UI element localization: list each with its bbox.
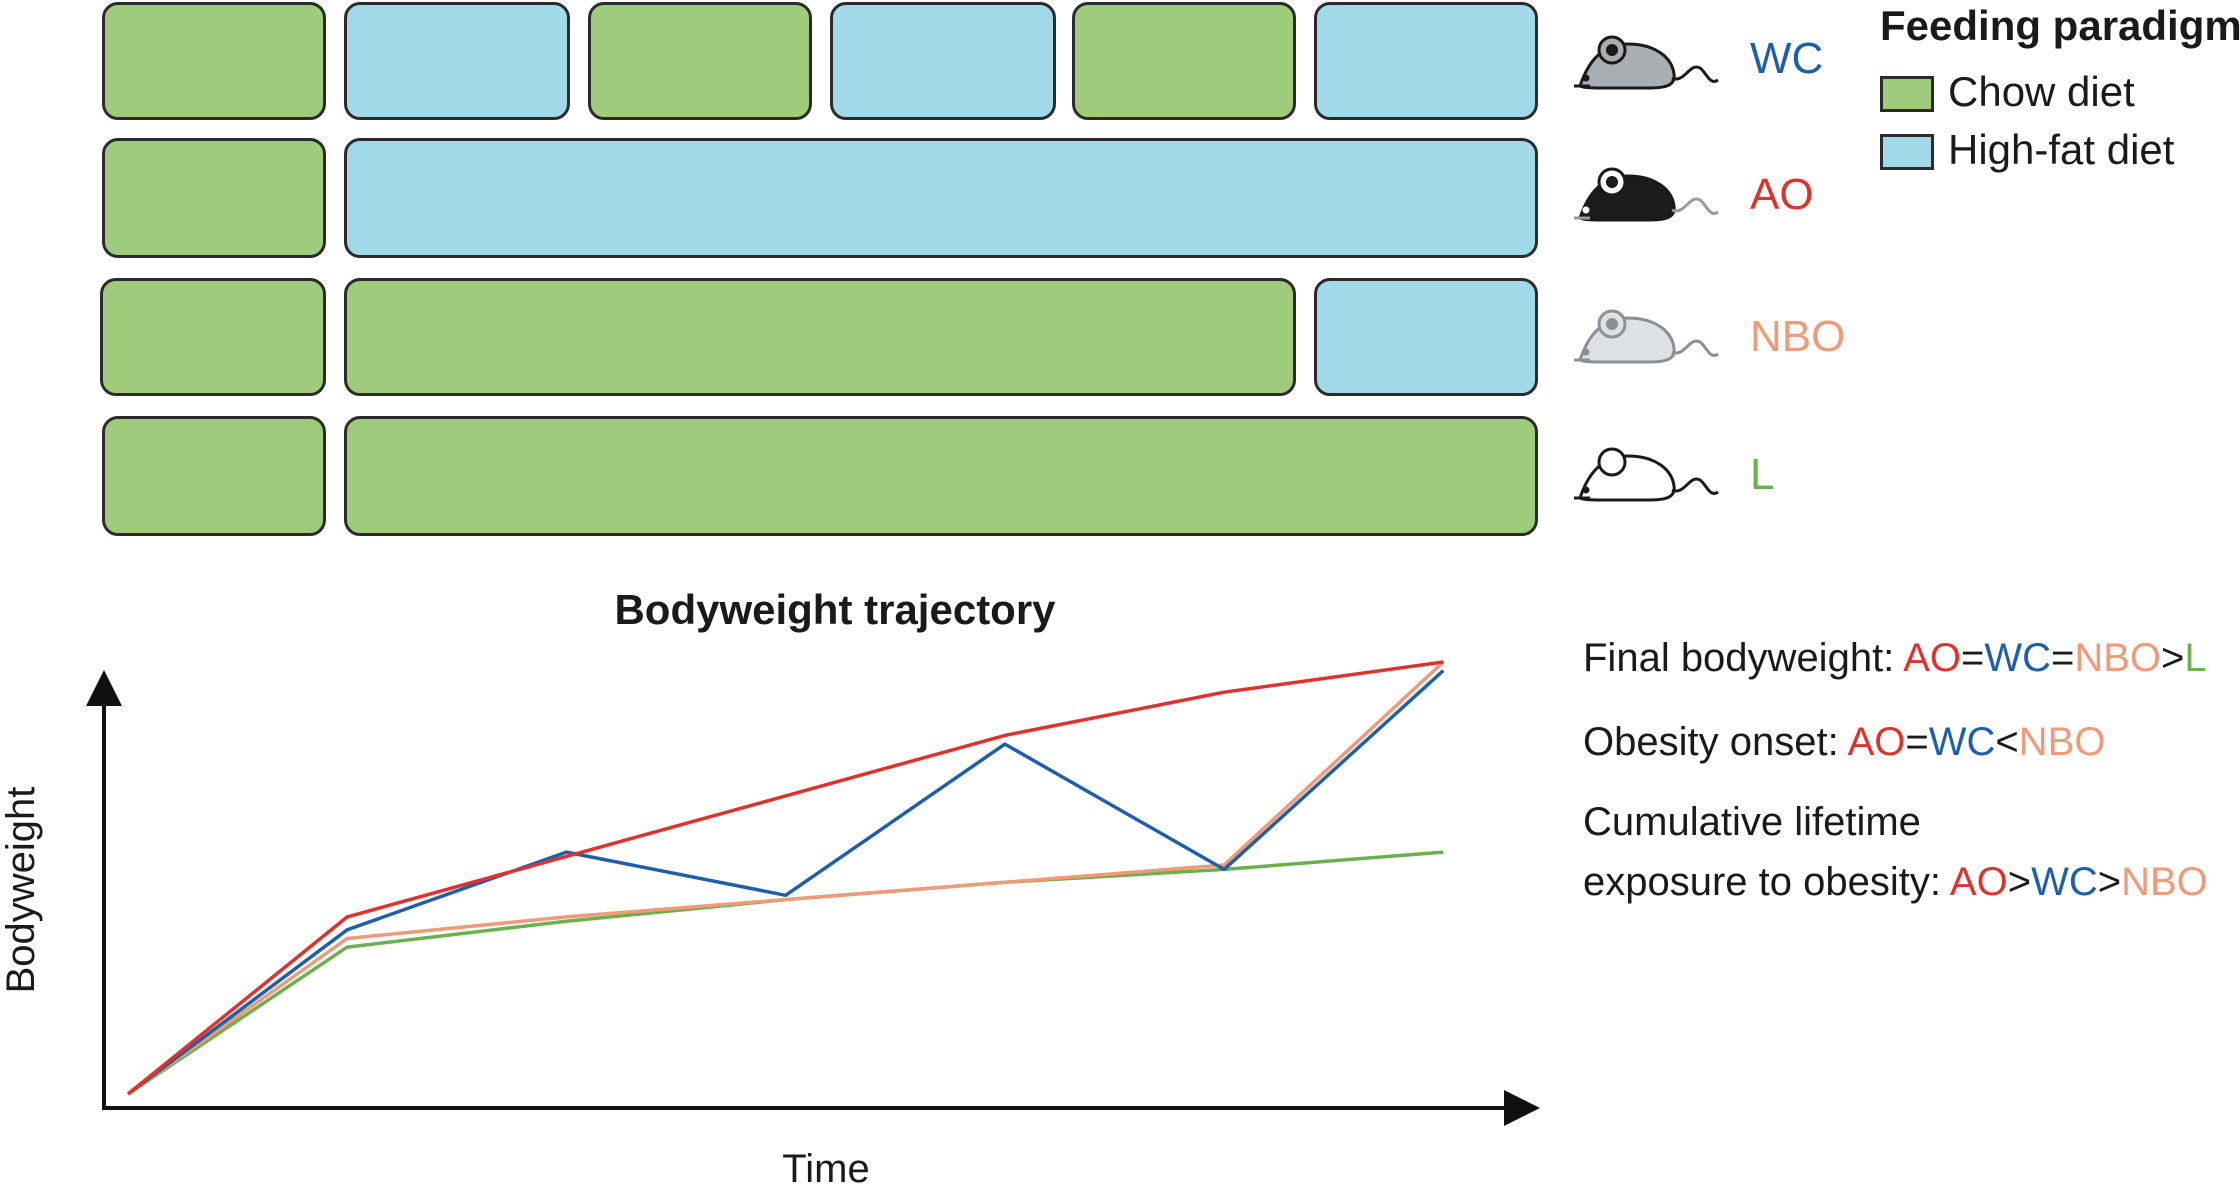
note-text: NBO <box>2121 860 2208 904</box>
note-text: < <box>1995 720 2019 764</box>
y-axis-label: Bodyweight <box>0 787 43 994</box>
diet-block-chow <box>588 2 812 120</box>
mouse-l-icon <box>1574 447 1719 502</box>
diet-block-chow <box>102 416 326 536</box>
x-axis-label: Time <box>782 1147 869 1185</box>
note-line: exposure to obesity: AO>WC>NBO <box>1583 860 2208 905</box>
mouse-nbo-icon <box>1574 309 1719 364</box>
mouse-wc-icon <box>1574 35 1719 90</box>
diet-block-chow <box>102 138 326 258</box>
note-text: AO <box>1949 860 2008 904</box>
group-label-nbo: NBO <box>1750 312 1846 361</box>
diet-block-high-fat <box>344 138 1538 258</box>
diet-block-high-fat <box>830 2 1056 120</box>
series-line-wc <box>126 669 1445 1096</box>
x-axis-arrow <box>1504 1090 1540 1126</box>
diet-block-chow <box>100 278 326 396</box>
note-text: = <box>2051 636 2075 680</box>
note-text: = <box>1905 720 1929 764</box>
chart-title: Bodyweight trajectory <box>614 586 1056 633</box>
mouse-ao-icon <box>1574 167 1719 222</box>
group-label-wc: WC <box>1750 34 1824 83</box>
series-line-ao <box>126 660 1444 1096</box>
note-text: NBO <box>2018 720 2106 764</box>
series-line-l <box>127 850 1444 1096</box>
note-line: Final bodyweight: AO=WC=NBO>L <box>1583 636 2207 681</box>
legend-label-chow: Chow diet <box>1948 68 2135 115</box>
note-text: = <box>1961 636 1985 680</box>
legend-title: Feeding paradigm <box>1880 2 2240 49</box>
group-label-ao: AO <box>1750 170 1814 219</box>
note-text: Final bodyweight: <box>1583 636 1904 680</box>
note-text: WC <box>2031 860 2098 904</box>
note-text: WC <box>1928 720 1996 764</box>
note-text: Cumulative lifetime <box>1583 800 1921 844</box>
note-text: WC <box>1984 636 2051 680</box>
diet-block-high-fat <box>344 2 570 120</box>
diet-block-chow <box>344 416 1538 536</box>
note-line: Cumulative lifetime <box>1583 800 1921 845</box>
diet-block-high-fat <box>1314 278 1538 396</box>
note-text: AO <box>1903 636 1961 680</box>
note-line: Obesity onset: AO=WC<NBO <box>1583 720 2105 765</box>
note-text: Obesity onset: <box>1583 720 1848 764</box>
diet-block-high-fat <box>1314 2 1538 120</box>
note-text: > <box>2007 860 2032 904</box>
legend-swatch-chow <box>1880 76 1934 112</box>
legend-swatch-high-fat <box>1880 134 1934 170</box>
note-text: L <box>2184 636 2207 680</box>
note-text: exposure to obesity: <box>1583 860 1950 904</box>
diet-block-chow <box>102 2 326 120</box>
chart-series <box>126 660 1445 1096</box>
y-axis-arrow <box>86 670 122 706</box>
chart-axes: Time Bodyweight <box>0 670 1540 1185</box>
diet-block-chow <box>344 278 1296 396</box>
note-text: AO <box>1847 720 1906 764</box>
diet-block-chow <box>1072 2 1296 120</box>
legend-label-high-fat: High-fat diet <box>1948 126 2175 173</box>
group-label-l: L <box>1750 450 1775 499</box>
note-text: NBO <box>2074 636 2162 680</box>
note-text: > <box>2161 636 2185 680</box>
series-line-nbo <box>126 660 1445 1096</box>
note-text: > <box>2097 860 2122 904</box>
